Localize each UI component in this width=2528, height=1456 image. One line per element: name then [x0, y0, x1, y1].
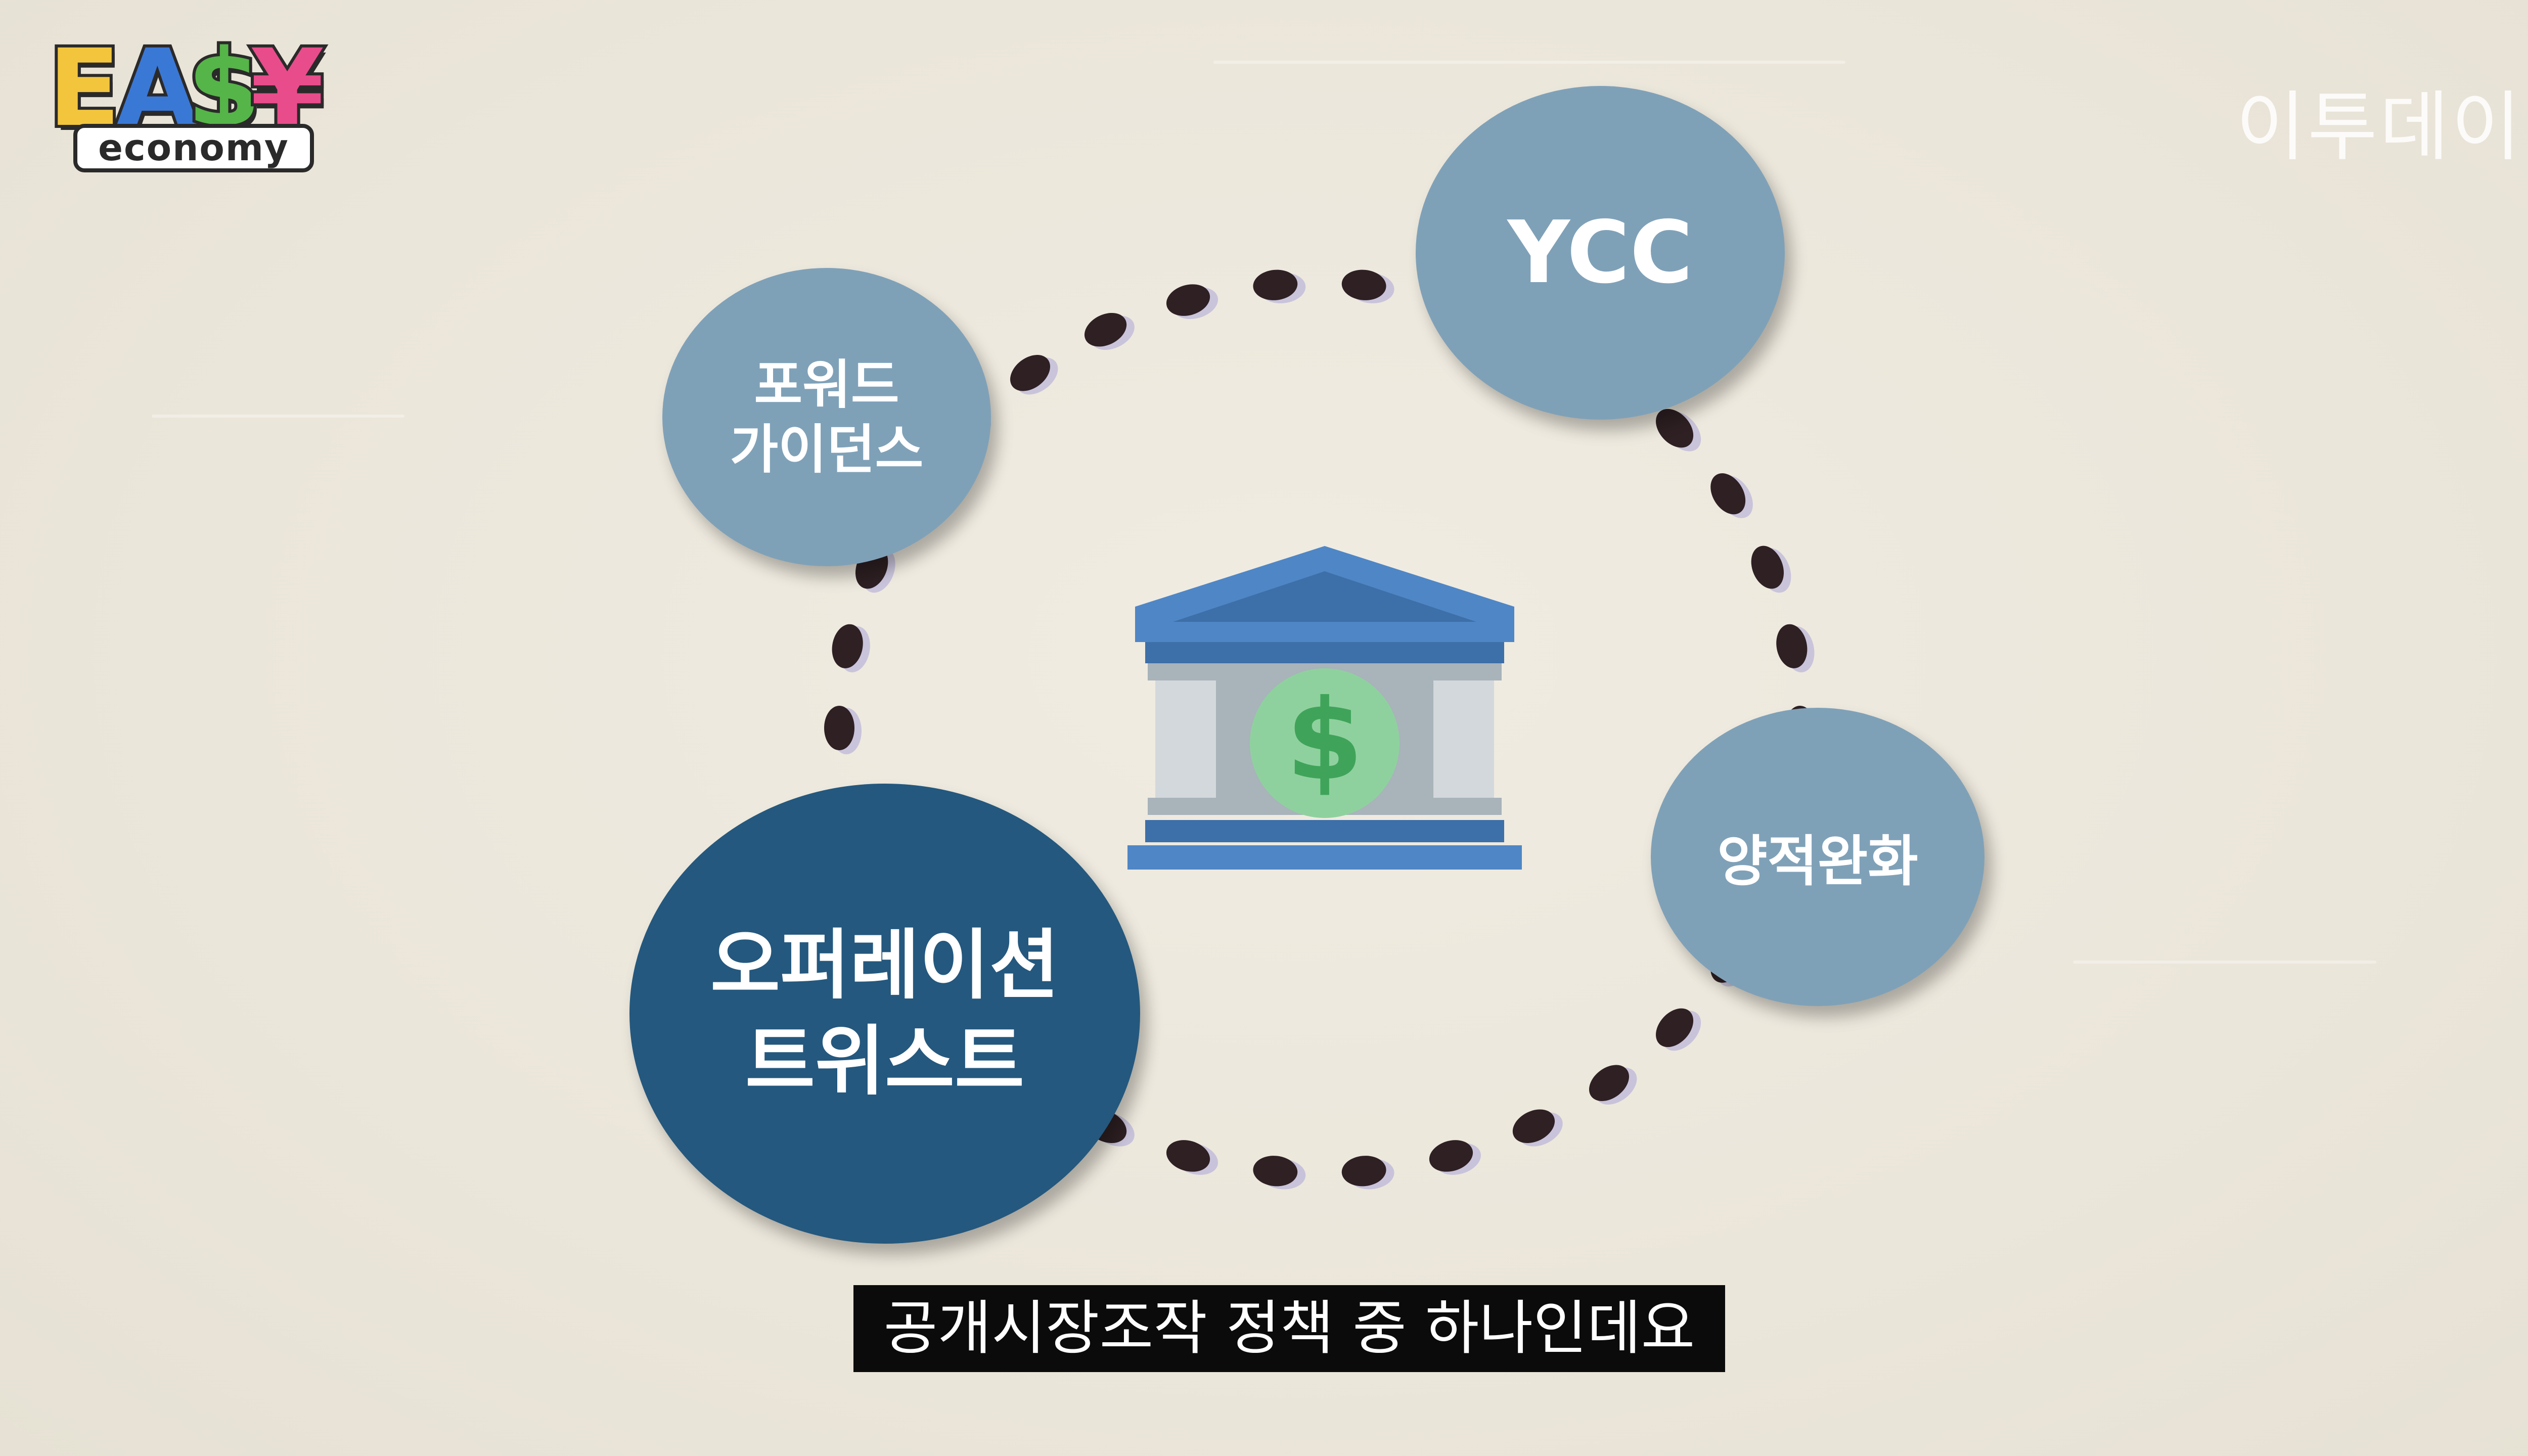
ring-dot: [1656, 408, 1694, 448]
ring-dot: [1751, 545, 1784, 589]
node-forward-guidance: 포워드 가이던스: [662, 268, 991, 566]
ring-dot: [1253, 1156, 1298, 1187]
ring-dot: [1166, 284, 1210, 316]
ring-dot: [1341, 269, 1386, 300]
svg-text:$: $: [1286, 675, 1363, 805]
ring-dot: [1776, 624, 1808, 668]
logo-subtitle: economy: [73, 124, 314, 172]
ring-dot: [1589, 1065, 1629, 1101]
ring-dot: [824, 706, 854, 750]
ring-dot: [1341, 1156, 1386, 1187]
paper-streak: [152, 415, 404, 418]
broadcaster-watermark: 이투데이: [2235, 83, 2523, 171]
ring-dot: [1512, 1109, 1555, 1143]
node-quantitative-easing: 양적완화: [1651, 708, 1984, 1006]
bank-dollar-icon: $: [1127, 546, 1522, 870]
ring-dot: [1710, 473, 1746, 515]
paper-streak: [2073, 961, 2376, 964]
ring-dot: [1429, 1140, 1473, 1172]
ring-dot: [1010, 355, 1050, 391]
ring-dot: [1253, 269, 1298, 300]
ring-dot: [1166, 1140, 1210, 1172]
node-ycc: YCC: [1416, 86, 1785, 420]
ring-dot: [1084, 313, 1127, 347]
easy-economy-logo: E A $ ¥ economy: [45, 32, 331, 172]
node-operation-twist: 오퍼레이션 트위스트: [629, 784, 1140, 1244]
paper-streak: [1213, 61, 1845, 64]
ring-dot: [1656, 1008, 1694, 1048]
ring-dot: [832, 624, 863, 668]
subtitle-caption: 공개시장조작 정책 중 하나인데요: [853, 1285, 1725, 1372]
